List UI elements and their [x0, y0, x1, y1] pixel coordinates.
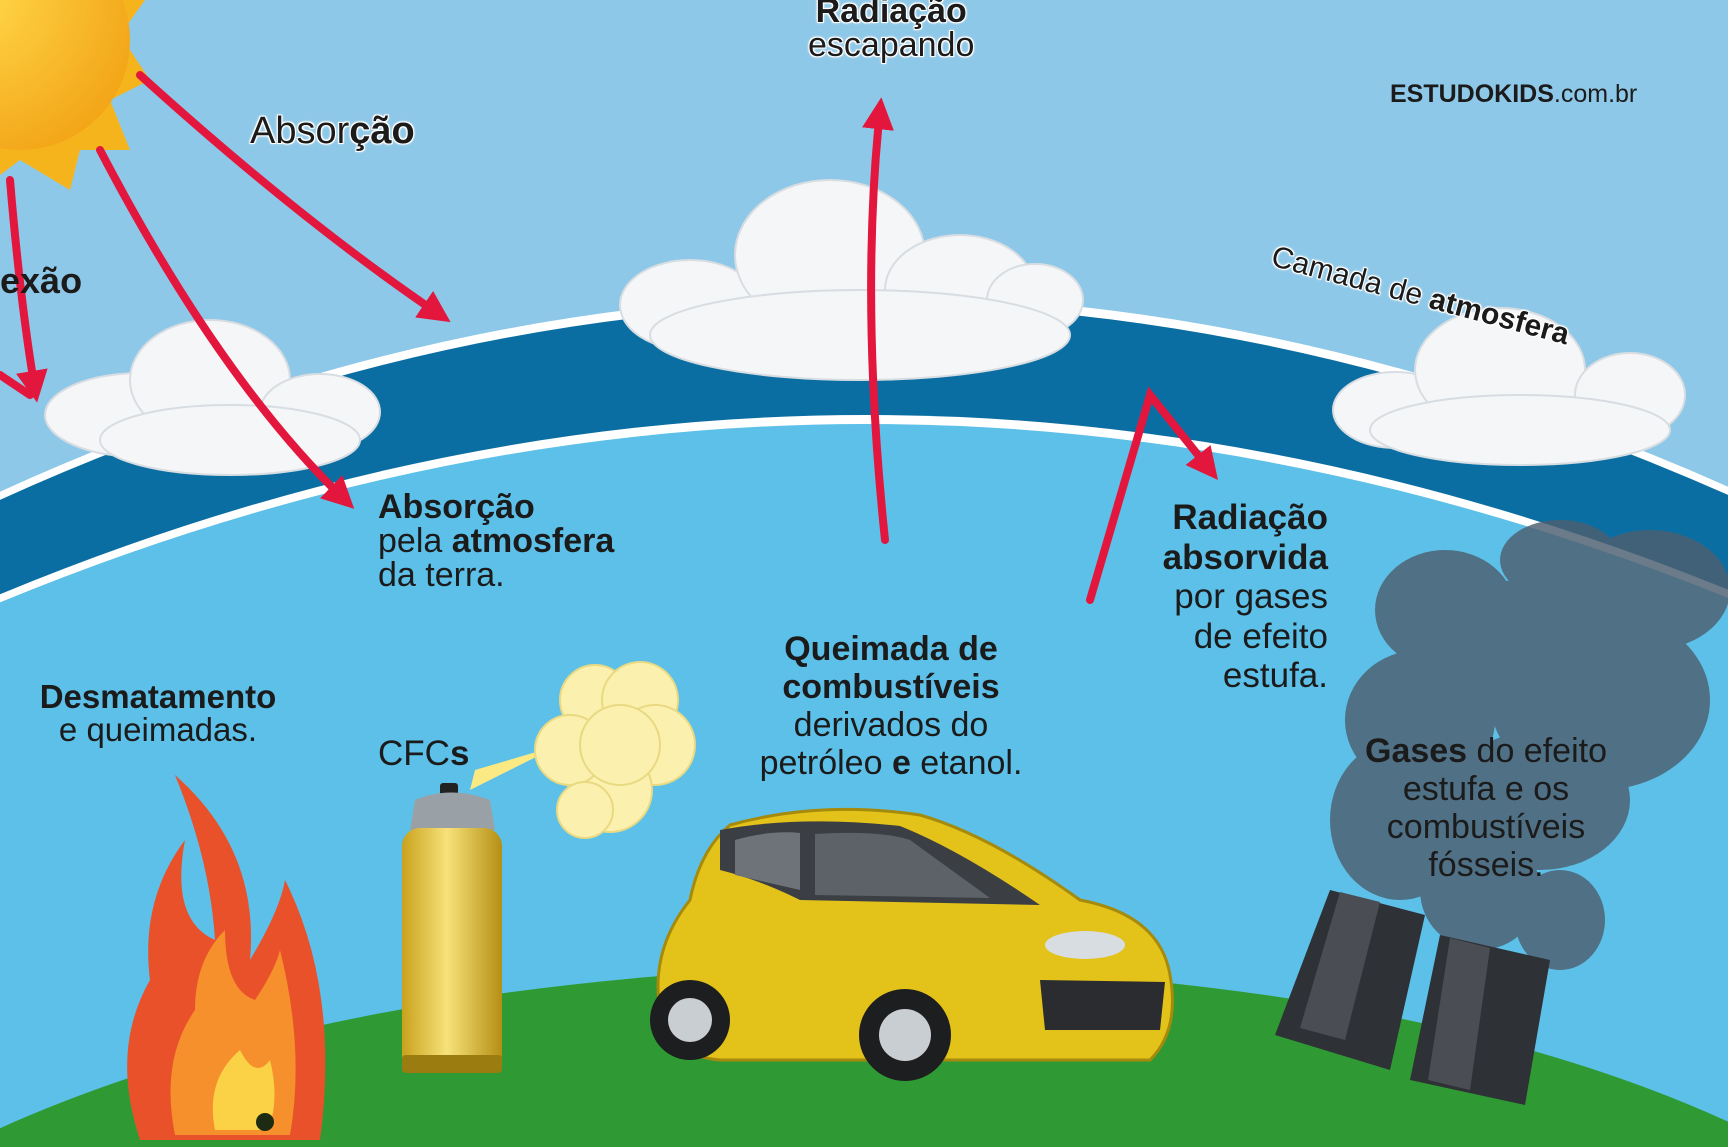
cfcs-label: CFCs — [378, 736, 469, 771]
escaping-line2: escapando — [808, 26, 975, 64]
reflection-arrow-2 — [0, 371, 34, 399]
absorption-atm-line2-pre: pela — [378, 522, 452, 560]
factory-chimney-icon — [1275, 890, 1550, 1105]
deforestation-line2: e queimadas. — [58, 711, 258, 748]
fuels-line1: Queimada de — [784, 630, 998, 668]
absorption-atmosphere-label: Absorção pela atmosfera da terra. — [378, 490, 614, 592]
gases-line1-rest: do efeito — [1467, 732, 1607, 770]
absorption-pre: Absor — [250, 110, 350, 152]
gases-line2: estufa e os — [1402, 770, 1570, 809]
absorbed-arrow — [1086, 386, 1218, 604]
fuels-line3: derivados do — [793, 706, 989, 745]
gases-line4: fósseis. — [1428, 846, 1544, 885]
absorption-atm-line2-bold: atmosfera — [451, 522, 615, 560]
escaping-radiation-label: Radiação escapando — [808, 0, 974, 62]
radiation-arrows — [0, 71, 1218, 604]
cloud-icon — [44, 319, 381, 476]
gases-line3: combustíveis — [1386, 808, 1586, 847]
absorbed-line5: estufa. — [1222, 656, 1328, 696]
absorbed-line3: por gases — [1174, 577, 1328, 617]
cloud-icon — [1332, 307, 1686, 466]
reflection-arrow — [6, 176, 48, 403]
absorption-atm-line3: da terra. — [378, 556, 505, 594]
deforestation-label: Desmatamento e queimadas. — [22, 680, 294, 746]
deforestation-line1: Desmatamento — [39, 678, 277, 715]
cfcs-pre: CFC — [378, 734, 450, 773]
absorbed-line1: Radiação — [1172, 498, 1328, 537]
cloud-icon — [619, 179, 1084, 381]
reflection-text: exão — [0, 260, 83, 301]
fuels-label: Queimada de combustíveis derivados do pe… — [738, 630, 1044, 782]
absorption-atm-line1: Absorção — [378, 488, 535, 526]
gases-line1-bold: Gases — [1365, 732, 1468, 770]
absorbed-line2: absorvida — [1162, 537, 1328, 577]
brand-rest: .com.br — [1553, 80, 1638, 108]
car-icon — [650, 807, 1174, 1081]
reflection-partial-label: exão — [0, 263, 82, 299]
fuels-line4-post: etanol. — [910, 744, 1023, 783]
fuels-line2: combustíveis — [782, 668, 1000, 707]
brand-logo: ESTUDOKIDS.com.br — [1390, 82, 1637, 107]
escaping-line1: Radiação — [815, 0, 967, 30]
absorption-bold: ção — [349, 110, 415, 152]
sun-icon — [0, 0, 150, 190]
cfcs-bold: s — [449, 734, 470, 773]
absorption-label: Absorção — [250, 112, 415, 150]
fire-icon — [127, 775, 326, 1140]
fuels-line4-bold: e — [891, 744, 911, 783]
fuels-line4-pre: petróleo — [759, 744, 892, 783]
absorption-arrow — [136, 71, 451, 323]
spray-can-icon — [402, 661, 696, 1073]
gases-label: Gases do efeito estufa e os combustíveis… — [1346, 732, 1626, 884]
brand-bold: ESTUDOKIDS — [1390, 80, 1554, 108]
absorbed-radiation-label: Radiação absorvida por gases de efeito e… — [1100, 498, 1328, 696]
escaping-arrow — [862, 97, 894, 544]
absorbed-line4: de efeito — [1193, 616, 1328, 656]
smoke-icon — [1330, 520, 1728, 970]
atmosphere-absorption-arrow — [96, 146, 355, 509]
